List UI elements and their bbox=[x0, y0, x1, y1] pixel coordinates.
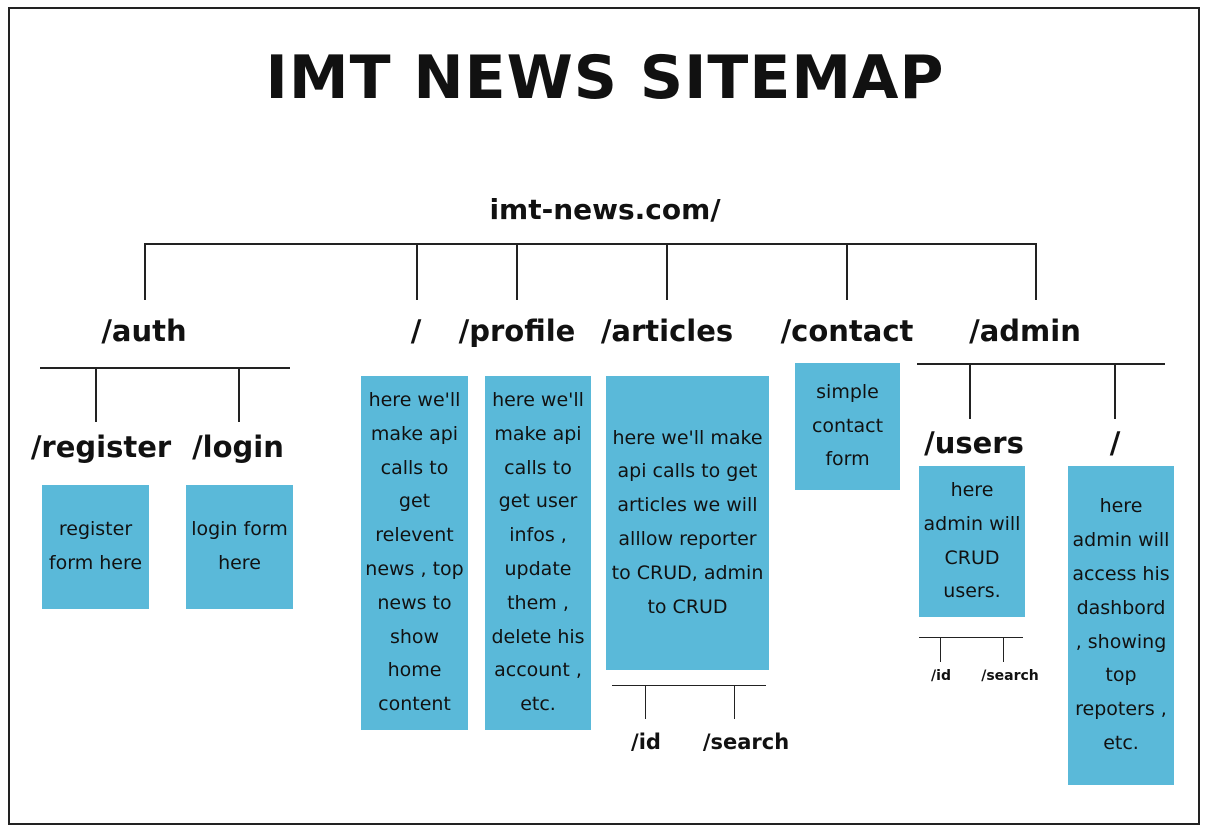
node-profile: /profile bbox=[458, 314, 576, 348]
node-auth: /auth bbox=[101, 314, 187, 348]
node-users-id: /id bbox=[931, 668, 951, 684]
connector-articles-search bbox=[734, 685, 735, 719]
users-note: here admin will CRUD users. bbox=[919, 466, 1025, 617]
home-note: here we'll make api calls to get releven… bbox=[361, 376, 468, 730]
node-dashboard: / bbox=[1109, 426, 1121, 460]
diagram-frame bbox=[8, 7, 1200, 825]
root-connector bbox=[144, 243, 1037, 245]
node-users-search: /search bbox=[981, 668, 1039, 684]
dashboard-note: here admin will access his dashbord , sh… bbox=[1068, 466, 1174, 785]
connector-articles bbox=[666, 243, 668, 300]
root-node: imt-news.com/ bbox=[489, 193, 721, 226]
login-note: login form here bbox=[186, 485, 293, 609]
connector-users-search bbox=[1003, 637, 1004, 662]
connector-admin bbox=[1035, 243, 1037, 300]
connector-profile bbox=[516, 243, 518, 300]
profile-note: here we'll make api calls to get user in… bbox=[485, 376, 591, 730]
connector-dashboard bbox=[1114, 363, 1116, 419]
diagram-title: IMT NEWS SITEMAP bbox=[265, 43, 945, 113]
node-contact: /contact bbox=[780, 314, 914, 348]
auth-connector bbox=[40, 367, 290, 369]
users-sub-connector bbox=[919, 637, 1023, 638]
connector-users-id bbox=[940, 637, 941, 662]
admin-connector bbox=[917, 363, 1165, 365]
connector-login bbox=[238, 367, 240, 422]
node-home: / bbox=[410, 314, 422, 348]
contact-note: simple contact form bbox=[795, 363, 900, 490]
connector-auth bbox=[144, 243, 146, 300]
node-users: /users bbox=[924, 426, 1024, 460]
connector-contact bbox=[846, 243, 848, 300]
articles-note: here we'll make api calls to get article… bbox=[606, 376, 769, 670]
node-articles-id: /id bbox=[631, 730, 661, 754]
node-articles: /articles bbox=[600, 314, 734, 348]
articles-sub-connector bbox=[612, 685, 766, 686]
node-articles-search: /search bbox=[702, 730, 790, 754]
node-register: /register bbox=[30, 430, 172, 464]
connector-home bbox=[416, 243, 418, 300]
node-login: /login bbox=[192, 430, 284, 464]
connector-register bbox=[95, 367, 97, 422]
connector-articles-id bbox=[645, 685, 646, 719]
register-note: register form here bbox=[42, 485, 149, 609]
node-admin: /admin bbox=[969, 314, 1081, 348]
connector-users bbox=[969, 363, 971, 419]
